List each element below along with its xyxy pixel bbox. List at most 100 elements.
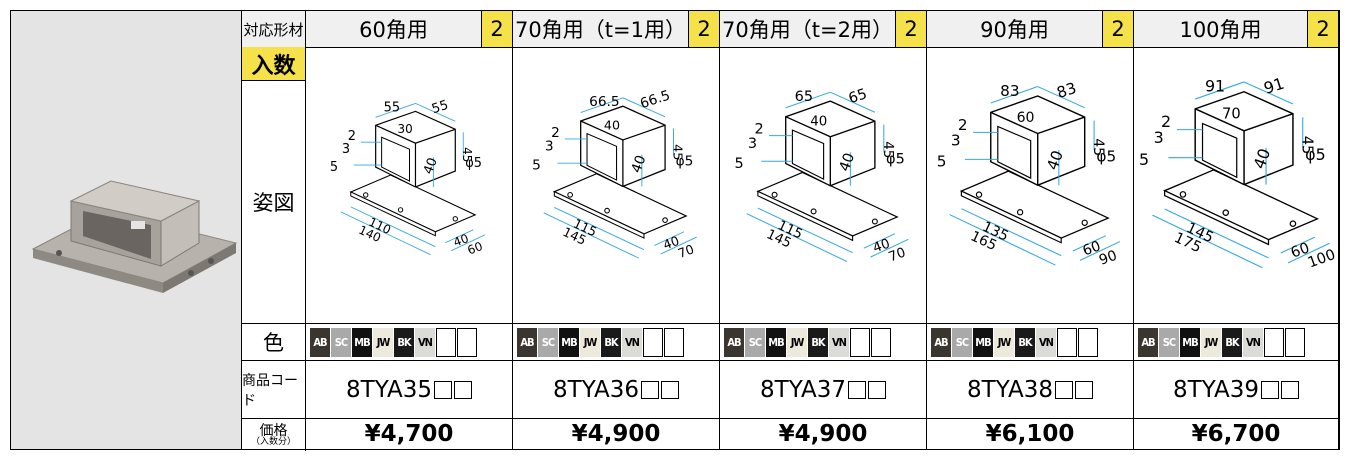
color-swatch-bk: BK (394, 327, 414, 357)
product-price: ¥6,100 (927, 418, 1133, 449)
dim-top-1: 66.5 (589, 94, 620, 110)
dimension-line (1287, 242, 1330, 264)
product-code: 8TYA39 (1134, 360, 1338, 419)
product-price: ¥4,900 (513, 418, 719, 449)
dim-depth-2: 60 (465, 239, 484, 257)
dim-top-1: 83 (1000, 82, 1019, 100)
code-placeholder-box (453, 381, 472, 399)
color-swatch-jw: JW (580, 327, 600, 357)
dim-b: 3 (1154, 128, 1164, 147)
dim-c: 5 (532, 158, 541, 174)
dimension-line (660, 236, 697, 255)
code-placeholder-box (1054, 381, 1073, 399)
color-swatch-mb: MB (766, 327, 786, 357)
product-price: ¥4,900 (720, 418, 926, 449)
hole (1179, 191, 1187, 198)
product-code-text: 8TYA36 (553, 377, 639, 403)
dim-c: 5 (734, 156, 743, 172)
product-code: 8TYA36 (513, 360, 719, 419)
dimension-line (445, 229, 474, 244)
product-code: 8TYA37 (720, 360, 926, 419)
dim-hole: φ5 (1096, 148, 1116, 166)
product-price: ¥6,700 (1134, 418, 1338, 449)
dim-b: 3 (342, 142, 350, 157)
dim-depth-1: 60 (1081, 238, 1103, 259)
color-swatch-mb: MB (1180, 327, 1200, 357)
dim-inner-width: 30 (398, 122, 413, 136)
color-swatch-vn: VN (415, 327, 435, 357)
dim-b: 3 (545, 139, 554, 155)
color-swatch-ab: AB (931, 327, 951, 357)
color-swatch-bk: BK (601, 327, 621, 357)
hole (452, 216, 458, 222)
hole (871, 218, 878, 225)
hole (397, 207, 404, 213)
color-swatch-bk: BK (808, 327, 828, 357)
dimension-line (350, 206, 436, 248)
dimension-line (1243, 81, 1294, 105)
header-row: 対応形材 (242, 11, 1339, 48)
dimension-line (830, 91, 876, 113)
code-placeholder-box (1280, 381, 1299, 399)
color-swatch-empty (850, 327, 870, 357)
quantity-value: 2 (1307, 11, 1338, 47)
hole (604, 207, 610, 214)
quantity-label: 入数 (242, 47, 306, 81)
dim-hole: φ5 (1305, 145, 1326, 164)
color-swatch-vn: VN (829, 327, 849, 357)
dim-top-1: 65 (795, 89, 813, 105)
dim-depth-2: 70 (676, 241, 696, 261)
dim-side: 45 (671, 144, 686, 160)
color-swatch-ab: AB (310, 327, 330, 357)
product-name: 60角用 (359, 18, 428, 42)
product-header-2: 70角用（t=1用）2 (513, 11, 720, 47)
dim-depth-2: 70 (887, 245, 908, 265)
dimension-line (1072, 235, 1107, 252)
dimension-line (451, 234, 486, 252)
dimension-line (580, 97, 624, 113)
product-code-text: 8TYA39 (1173, 377, 1259, 403)
product-code: 8TYA38 (927, 360, 1133, 419)
dimension-line (554, 207, 645, 251)
dim-depth-1: 40 (661, 233, 681, 253)
color-swatch-jw: JW (373, 327, 393, 357)
product-photo (11, 11, 242, 449)
color-swatch-jw: JW (994, 327, 1014, 357)
hole (1016, 209, 1024, 216)
color-swatch-vn: VN (1243, 327, 1263, 357)
hole (363, 192, 369, 198)
dimension-line (543, 212, 639, 259)
code-placeholder-box (847, 381, 866, 399)
color-swatch-jw: JW (1201, 327, 1221, 357)
quantity-value: 2 (895, 11, 926, 47)
dimension-line (949, 214, 1056, 266)
color-swatch-vn: VN (1036, 327, 1056, 357)
dim-a: 2 (958, 116, 968, 134)
dimension-line (785, 91, 831, 109)
color-swatch-empty (664, 327, 684, 357)
code-placeholder-box (660, 381, 679, 399)
color-swatch-empty (1078, 327, 1098, 357)
dim-b: 3 (951, 131, 961, 149)
material-label: 対応形材 (242, 11, 306, 47)
dim-depth-1: 60 (1288, 239, 1311, 261)
code-placeholder-box (640, 381, 659, 399)
dim-a: 2 (348, 129, 356, 144)
dim-hole: φ5 (676, 153, 694, 169)
bracket-photo-image (31, 180, 238, 293)
dim-height: 40 (1043, 148, 1067, 172)
dim-height: 40 (421, 156, 441, 177)
